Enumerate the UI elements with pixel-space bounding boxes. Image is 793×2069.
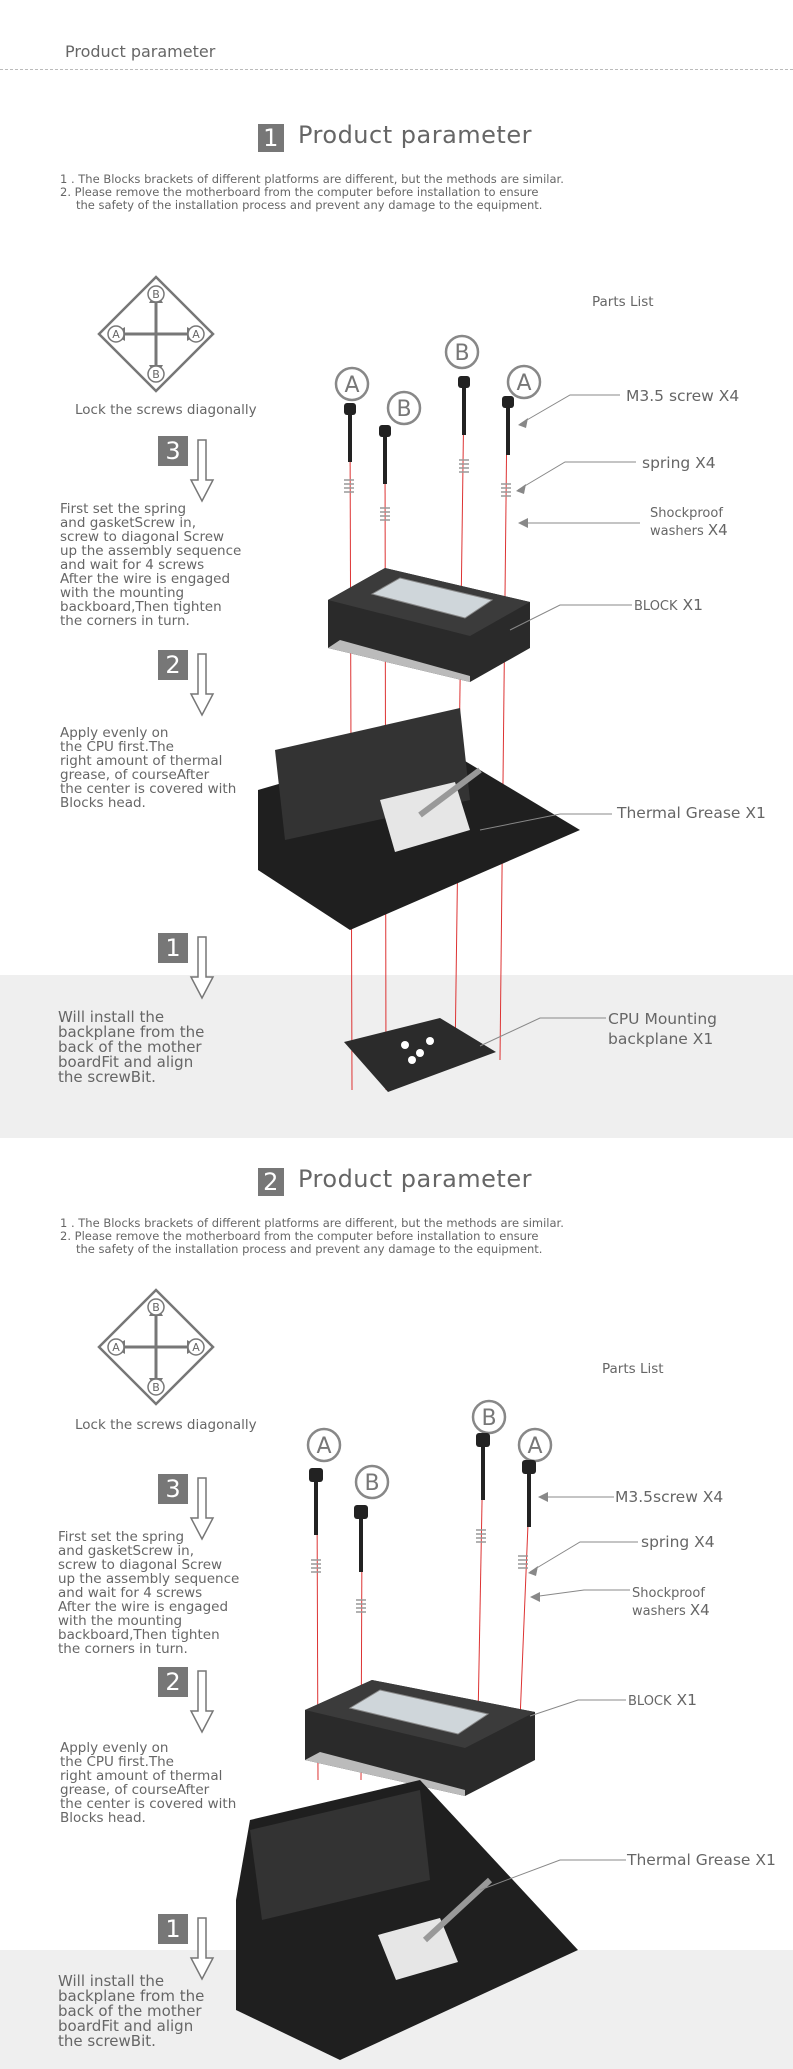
svg-text:A: A bbox=[527, 1434, 542, 1459]
diagram-letter-bottom: B bbox=[152, 368, 160, 381]
step-3-badge: 3 bbox=[158, 436, 188, 466]
callout-thermal-grease: Thermal Grease X1 bbox=[617, 804, 766, 822]
section-2-callout-block: BLOCK X1 bbox=[628, 1691, 697, 1709]
section-2-step-2-arrow-icon bbox=[189, 1670, 215, 1734]
section-2-heading: 2 Product parameter bbox=[258, 1165, 532, 1196]
callout-spring: spring X4 bbox=[642, 454, 716, 472]
svg-text:B: B bbox=[481, 1406, 496, 1431]
section-2-callout-thermal-grease: Thermal Grease X1 bbox=[627, 1851, 776, 1869]
screw-label-a-right bbox=[506, 364, 542, 400]
step-1-badge: 1 bbox=[158, 933, 188, 963]
step-3-arrow-icon bbox=[189, 439, 215, 503]
section-1-title: Product parameter bbox=[298, 121, 532, 149]
section-1-parts-list-label: Parts List bbox=[592, 294, 654, 310]
screw-label-b-right bbox=[444, 334, 480, 370]
diagram-letter-right: A bbox=[192, 328, 200, 341]
water-block-illustration bbox=[328, 568, 530, 682]
section-1-exploded-view: A B B A bbox=[258, 334, 640, 1092]
section-2-title: Product parameter bbox=[298, 1165, 532, 1193]
section-2-step-1-badge: 1 bbox=[158, 1914, 188, 1944]
callout-lines bbox=[479, 394, 640, 1047]
screw-label-a-right-text: A bbox=[516, 371, 531, 396]
step-2-arrow-icon bbox=[189, 653, 215, 717]
section-2-callout-screw: M3.5screw X4 bbox=[615, 1488, 724, 1506]
section-1-lock-text: Lock the screws diagonally bbox=[75, 402, 257, 418]
svg-text:B: B bbox=[364, 1471, 379, 1496]
screw-label-b-left-text: B bbox=[396, 397, 411, 422]
section-2-callout-washer: Shockproof washers X4 bbox=[632, 1586, 710, 1619]
svg-text:A: A bbox=[316, 1434, 331, 1459]
diagram-letter-left: A bbox=[112, 328, 120, 341]
callout-block: BLOCK X1 bbox=[634, 596, 703, 614]
header-divider bbox=[0, 69, 793, 70]
page-header-title: Product parameter bbox=[65, 42, 216, 61]
svg-text:A: A bbox=[112, 1341, 120, 1354]
section-2-step-1-arrow-icon bbox=[189, 1917, 215, 1981]
step-1-arrow-icon bbox=[189, 936, 215, 1000]
section-2-step-3-badge: 3 bbox=[158, 1474, 188, 1504]
screw-label-b-left bbox=[386, 390, 422, 426]
section-2-callout-spring: spring X4 bbox=[641, 1533, 715, 1551]
section-2-number: 2 bbox=[258, 1168, 284, 1196]
callout-backplane: CPU Mounting backplane X1 bbox=[608, 1010, 717, 1048]
step-2-badge: 2 bbox=[158, 650, 188, 680]
note-2-continued: the safety of the installation process a… bbox=[76, 198, 543, 212]
section-2-parts-list-label: Parts List bbox=[602, 1361, 664, 1377]
callout-washer: Shockproof washers X4 bbox=[650, 506, 728, 539]
svg-text:B: B bbox=[152, 1381, 160, 1394]
diagram-letter-top: B bbox=[152, 288, 160, 301]
springs bbox=[344, 459, 511, 521]
section-2-notes: 1 . The Blocks brackets of different pla… bbox=[60, 1216, 564, 1256]
svg-text:B: B bbox=[152, 1301, 160, 1314]
screw-label-a-left bbox=[334, 366, 370, 402]
diagonal-order-diagram: B A A B bbox=[97, 275, 215, 393]
note-1: 1 . The Blocks brackets of different pla… bbox=[60, 172, 564, 186]
callout-screw: M3.5 screw X4 bbox=[626, 387, 740, 405]
section-1-notes: 1 . The Blocks brackets of different pla… bbox=[60, 173, 564, 212]
backplane-illustration bbox=[344, 1018, 496, 1092]
section-2-step-3-arrow-icon bbox=[189, 1477, 215, 1541]
svg-text:A: A bbox=[192, 1341, 200, 1354]
screw-label-a-left-text: A bbox=[344, 373, 359, 398]
note-2: 2. Please remove the motherboard from th… bbox=[60, 185, 539, 199]
section-2-diagonal-order-diagram: B A A B bbox=[97, 1288, 215, 1406]
section-1-number: 1 bbox=[258, 124, 284, 152]
screw-label-b-right-text: B bbox=[454, 341, 469, 366]
section-2-step-2-badge: 2 bbox=[158, 1667, 188, 1697]
screws bbox=[344, 376, 514, 484]
section-2-exploded-view: A B B A bbox=[236, 1399, 638, 2060]
section-1-heading: 1 Product parameter bbox=[258, 121, 532, 152]
motherboard-illustration bbox=[258, 708, 580, 930]
section-2-lock-text: Lock the screws diagonally bbox=[75, 1417, 257, 1433]
